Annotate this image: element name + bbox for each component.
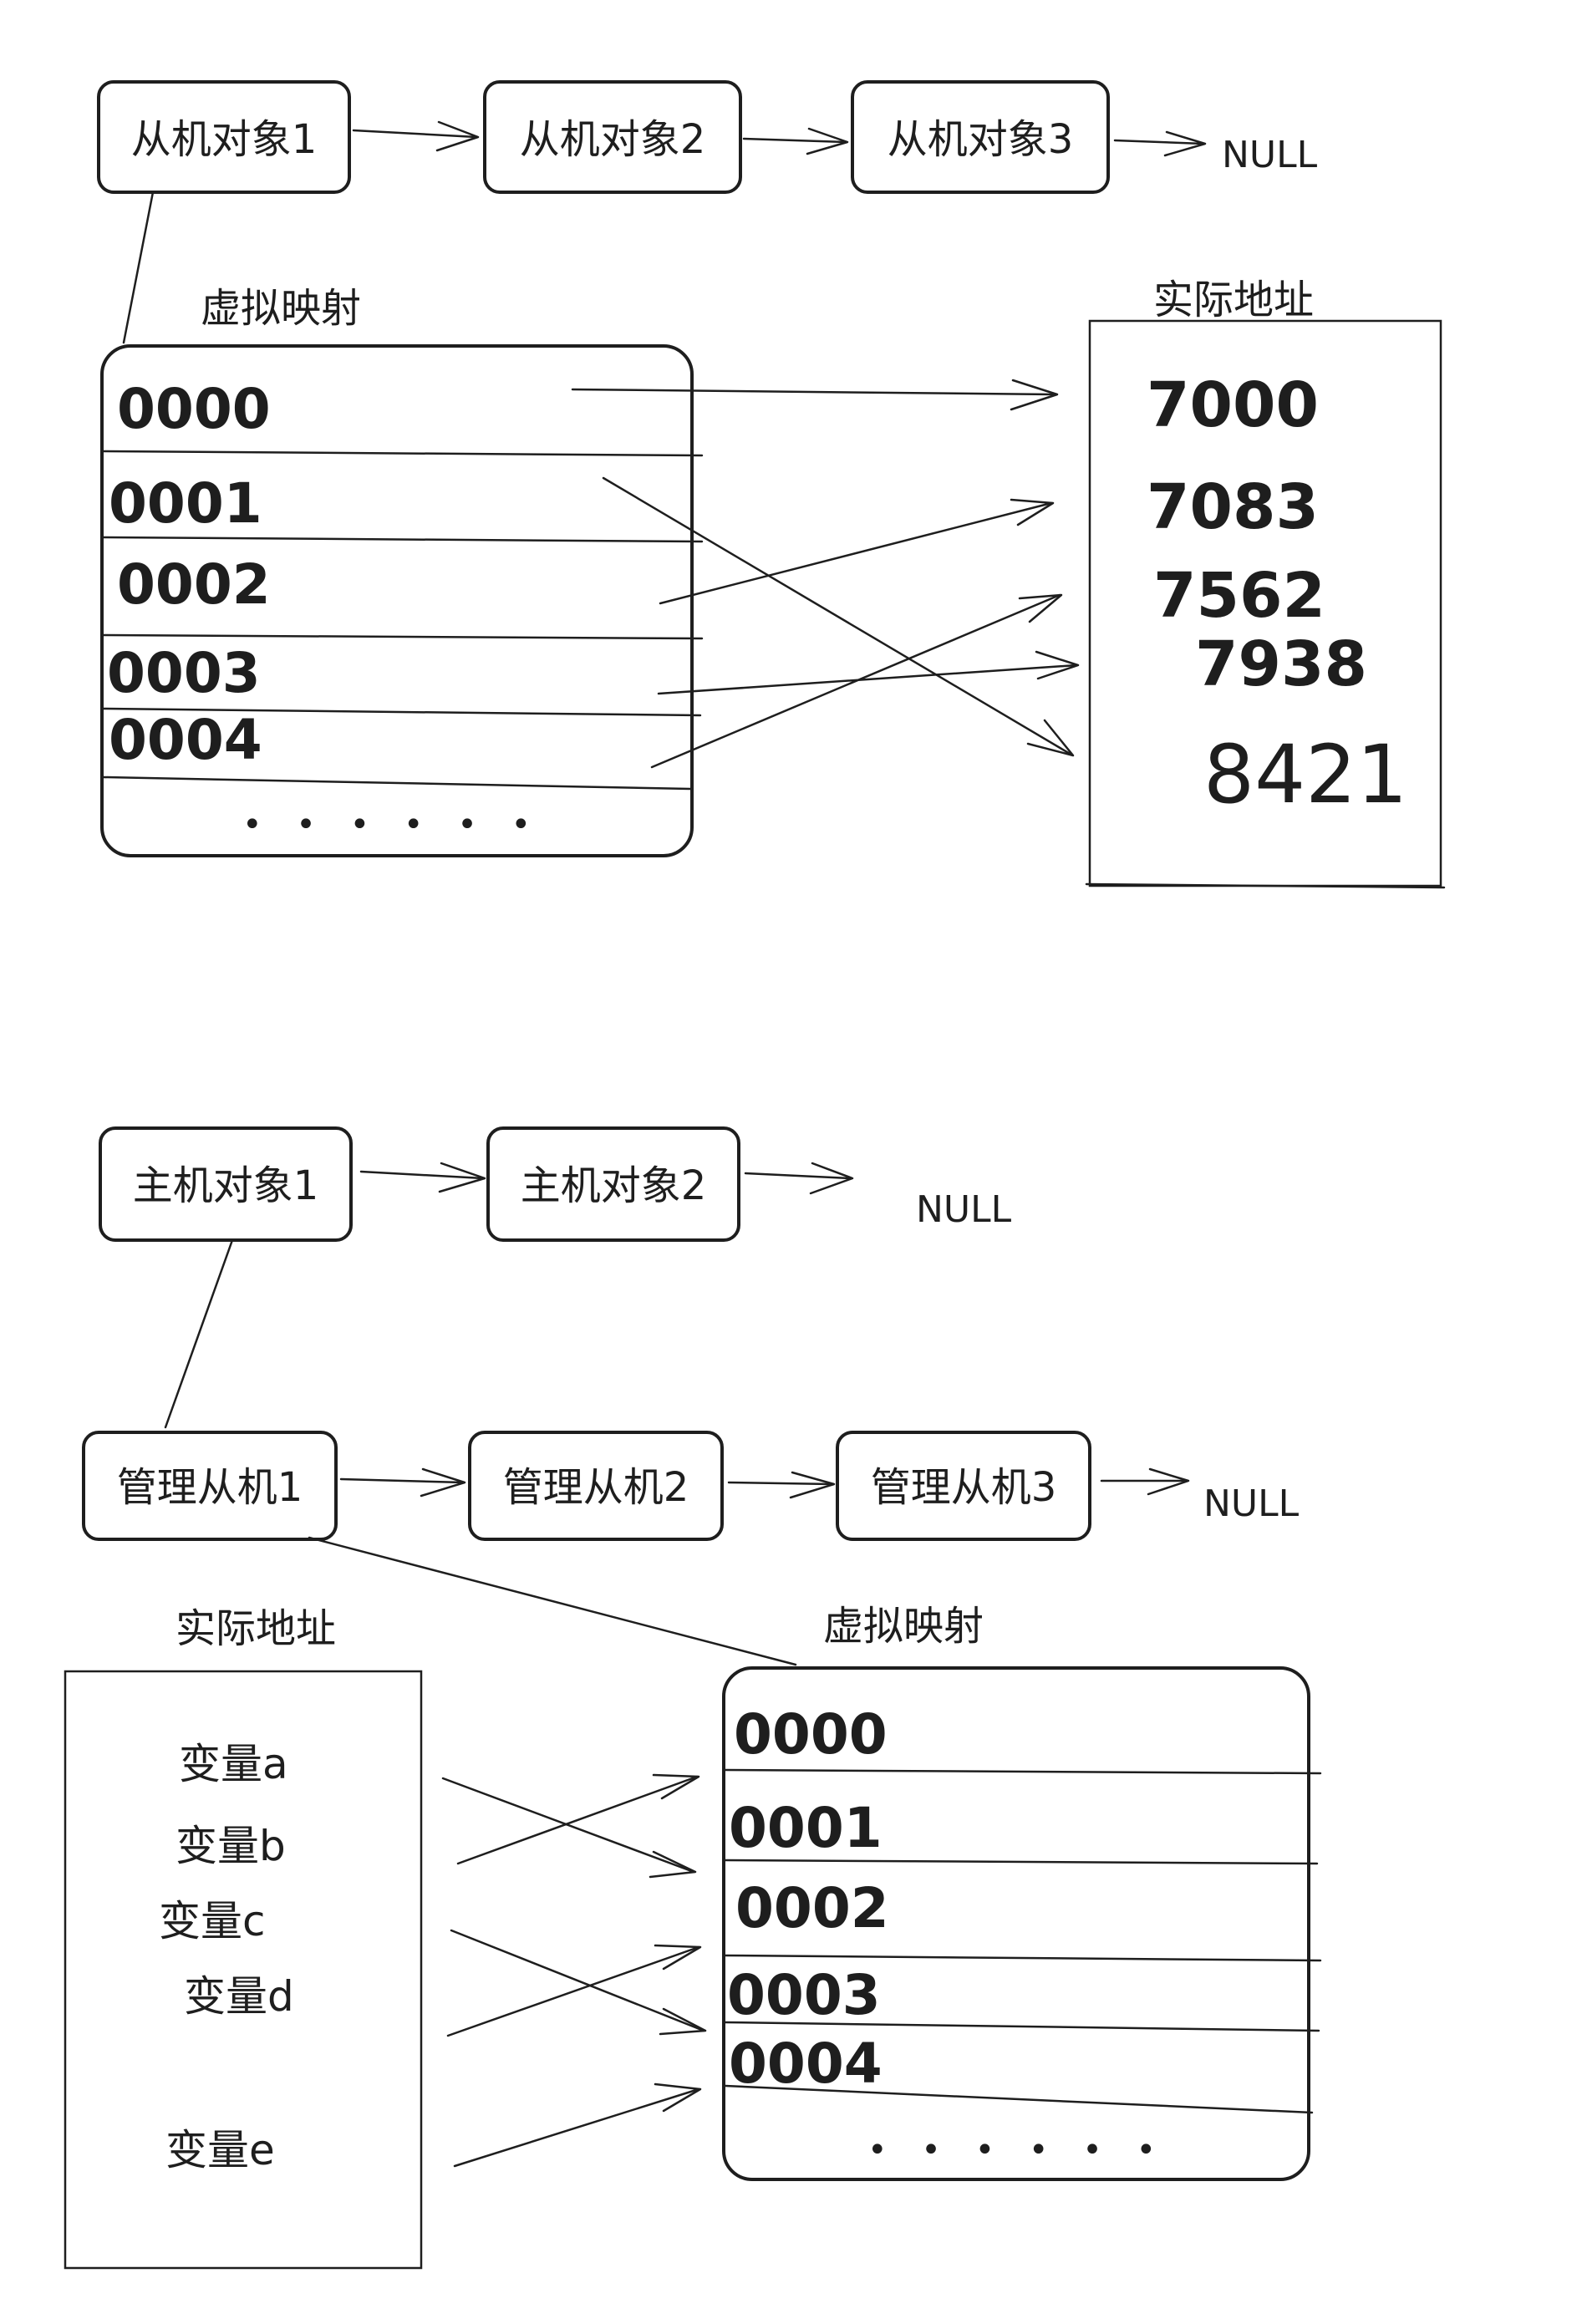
slave-node-1-label: 从机对象1 <box>131 116 318 163</box>
slave-node-3: 从机对象3 <box>851 80 1110 194</box>
bottom-map-arrow-c <box>450 1929 707 2036</box>
bottom-virtual-row-2: 0002 <box>735 1876 889 1940</box>
variable-c: 变量c <box>159 1897 266 1945</box>
top-physical-value-3: 7938 <box>1195 628 1367 700</box>
bottom-map-arrow-b <box>456 1773 700 1865</box>
bottom-physical-title: 实际地址 <box>175 1605 336 1652</box>
top-physical-table: 7000 7083 7562 7938 8421 <box>1085 319 1446 889</box>
bottom-virtual-row-0: 0000 <box>734 1702 888 1767</box>
host-node-1: 主机对象1 <box>99 1126 353 1242</box>
top-virtual-title: 虚拟映射 <box>201 285 361 332</box>
bottom-physical-table: 变量a 变量b 变量c 变量d 变量e <box>64 1670 423 2270</box>
top-physical-value-4: 8421 <box>1203 728 1407 821</box>
top-physical-title: 实际地址 <box>1153 277 1314 323</box>
host-list-null: NULL <box>916 1188 1012 1231</box>
variable-a: 变量a <box>179 1740 288 1788</box>
top-map-arrow-0000 <box>571 379 1059 411</box>
top-virtual-row-4: 0004 <box>109 708 262 772</box>
bottom-virtual-title: 虚拟映射 <box>823 1603 984 1650</box>
top-map-arrow-0002 <box>659 498 1055 605</box>
host-chain-arrow-2 <box>744 1162 854 1195</box>
top-virtual-row-2: 0002 <box>117 552 271 617</box>
host-to-manager-connector <box>164 1238 234 1429</box>
manager-node-2-label: 管理从机2 <box>503 1464 689 1511</box>
variable-e: 变量e <box>165 2126 275 2174</box>
variable-d: 变量d <box>184 1972 294 2021</box>
bottom-virtual-row-1: 0001 <box>729 1796 883 1860</box>
top-virtual-more: • • • • • • <box>242 806 542 844</box>
bottom-virtual-row-3: 0003 <box>727 1963 881 2027</box>
slave-node-3-label: 从机对象3 <box>888 116 1074 163</box>
manager-node-1: 管理从机1 <box>82 1431 338 1541</box>
slave-node-1: 从机对象1 <box>97 80 351 194</box>
top-map-arrow-0004 <box>650 593 1063 769</box>
bottom-map-arrow-e <box>453 2082 702 2168</box>
manager-node-3: 管理从机3 <box>836 1431 1091 1541</box>
top-virtual-row-1: 0001 <box>109 471 262 536</box>
top-virtual-row-3: 0003 <box>107 641 261 705</box>
top-virtual-table: 0000 0001 0002 0003 0004 • • • • • • <box>100 344 704 857</box>
bottom-virtual-more: • • • • • • <box>867 2131 1167 2169</box>
manager-chain-arrow-3 <box>1100 1467 1190 1496</box>
slave-chain-arrow-1 <box>352 120 480 152</box>
host-node-2-label: 主机对象2 <box>521 1162 707 1209</box>
host-chain-arrow-1 <box>359 1162 486 1193</box>
host-node-1-label: 主机对象1 <box>133 1162 319 1209</box>
top-virtual-row-0: 0000 <box>117 377 271 441</box>
top-map-arrow-0001 <box>602 476 1075 757</box>
manager-to-virtual-connector <box>308 1536 797 1666</box>
top-physical-value-0: 7000 <box>1147 369 1319 441</box>
manager-chain-arrow-1 <box>339 1467 466 1498</box>
slave-node-2: 从机对象2 <box>483 80 742 194</box>
slave-node-2-label: 从机对象2 <box>520 116 706 163</box>
slave-chain-arrow-3 <box>1113 130 1207 157</box>
host-node-2: 主机对象2 <box>486 1126 740 1242</box>
variable-b: 变量b <box>175 1822 286 1870</box>
top-physical-value-1: 7083 <box>1147 471 1319 543</box>
slave-list-null: NULL <box>1222 134 1318 176</box>
manager-list-null: NULL <box>1203 1482 1300 1525</box>
manager-node-2: 管理从机2 <box>468 1431 724 1541</box>
bottom-virtual-table: 0000 0001 0002 0003 0004 • • • • • • <box>722 1666 1322 2181</box>
manager-node-3-label: 管理从机3 <box>871 1464 1057 1511</box>
bottom-map-arrow-a <box>441 1777 697 1879</box>
top-map-arrow-0003 <box>657 650 1080 695</box>
top-physical-value-2: 7562 <box>1153 560 1325 632</box>
manager-chain-arrow-2 <box>727 1471 836 1499</box>
bottom-virtual-row-4: 0004 <box>729 2032 883 2096</box>
manager-node-1-label: 管理从机1 <box>117 1464 303 1511</box>
slave-to-virtual-connector <box>122 191 155 344</box>
slave-chain-arrow-2 <box>742 127 849 155</box>
bottom-map-arrow-d <box>446 1944 702 2037</box>
